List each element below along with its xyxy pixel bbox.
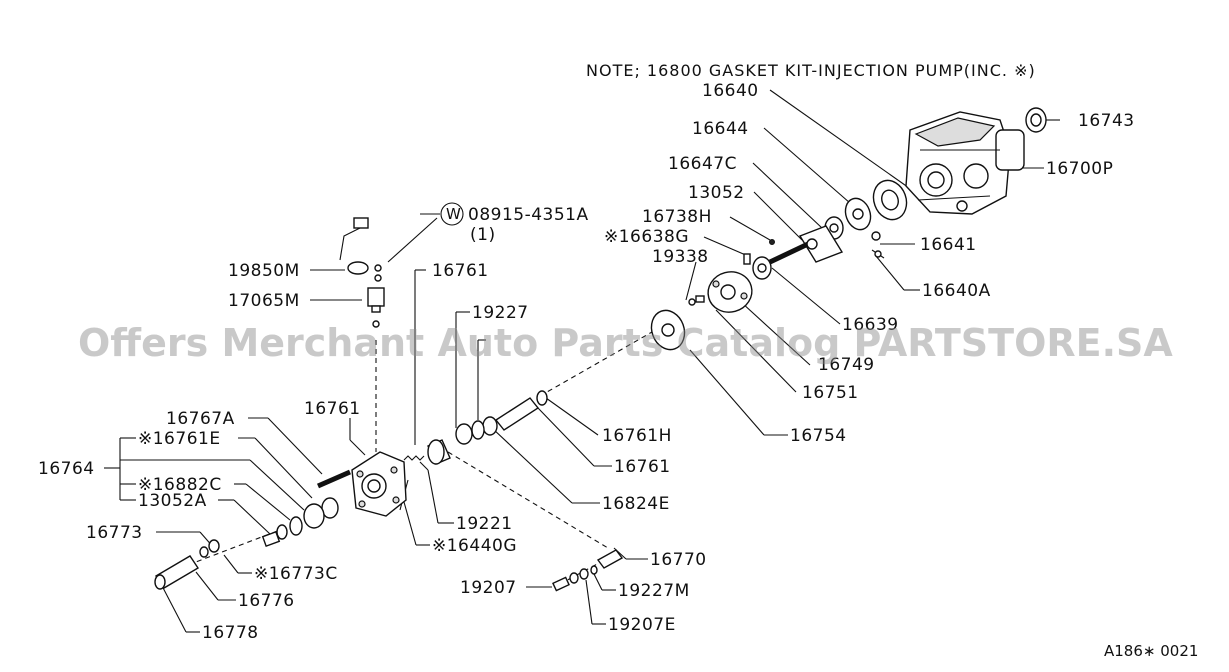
label-16767A: 16767A bbox=[166, 409, 235, 429]
seal-16743 bbox=[1025, 107, 1047, 133]
label-16638G: ※16638G bbox=[604, 227, 689, 247]
label-16751: 16751 bbox=[802, 383, 859, 403]
bolt-16767A bbox=[316, 469, 352, 489]
fitting-16773 bbox=[199, 539, 220, 558]
label-19207E: 19207E bbox=[608, 615, 676, 635]
shaft-16761H bbox=[494, 390, 548, 431]
label-16639: 16639 bbox=[842, 315, 899, 335]
rotor-16749 bbox=[707, 271, 753, 313]
label-16644: 16644 bbox=[692, 119, 749, 139]
label-16764: 16764 bbox=[38, 459, 95, 479]
label-16754: 16754 bbox=[790, 426, 847, 446]
valve-16770 bbox=[596, 549, 624, 569]
reference-code: A186∗ 0021 bbox=[1104, 642, 1198, 660]
plate-16640 bbox=[872, 179, 908, 221]
label-16778: 16778 bbox=[202, 623, 259, 643]
sleeve-16761 bbox=[427, 439, 451, 465]
part-labels: 16640 16743 16644 16700P 16647C 13052 16… bbox=[38, 81, 1135, 643]
label-19338: 19338 bbox=[652, 247, 709, 267]
label-19227M: 19227M bbox=[618, 581, 690, 601]
label-16773C: ※16773C bbox=[254, 564, 338, 584]
seal-group-16761E bbox=[261, 497, 339, 547]
label-16440G: ※16440G bbox=[432, 536, 517, 556]
plate-16754 bbox=[650, 309, 686, 351]
label-16761-low: 16761 bbox=[614, 457, 671, 477]
assembly-dashed-lines bbox=[179, 331, 653, 585]
label-19227: 19227 bbox=[472, 303, 529, 323]
label-16700P: 16700P bbox=[1046, 159, 1113, 179]
note-text: NOTE; 16800 GASKET KIT-INJECTION PUMP(IN… bbox=[586, 61, 1036, 80]
label-16882C: ※16882C bbox=[138, 475, 222, 495]
label-08915-qty: (1) bbox=[470, 225, 496, 245]
pin-16738H bbox=[769, 239, 775, 245]
washer-letter: W bbox=[446, 205, 461, 223]
valve-19207 bbox=[552, 565, 598, 592]
label-16824E: 16824E bbox=[602, 494, 670, 514]
valve-17065M bbox=[367, 287, 385, 328]
label-19207: 19207 bbox=[460, 578, 517, 598]
label-16761-mid: 16761 bbox=[304, 399, 361, 419]
label-16640A: 16640A bbox=[922, 281, 991, 301]
watermark: Offers Merchant Auto Parts Catalog PARTS… bbox=[78, 321, 1173, 365]
label-16770: 16770 bbox=[650, 550, 707, 570]
label-16640: 16640 bbox=[702, 81, 759, 101]
label-16749: 16749 bbox=[818, 355, 875, 375]
label-13052A: 13052A bbox=[138, 491, 207, 511]
fitting-16776-16778 bbox=[154, 555, 199, 590]
label-16743: 16743 bbox=[1078, 111, 1135, 131]
solenoid-19850M bbox=[339, 217, 382, 282]
shaft-13052 bbox=[768, 225, 844, 265]
spring-19221 bbox=[403, 455, 425, 461]
key-16638G bbox=[743, 253, 751, 265]
label-16761E: ※16761E bbox=[138, 429, 221, 449]
label-16647C: 16647C bbox=[668, 154, 737, 174]
pump-housing-16700P bbox=[905, 111, 1025, 215]
label-16776: 16776 bbox=[238, 591, 295, 611]
label-13052: 13052 bbox=[688, 183, 745, 203]
label-16761-top: 16761 bbox=[432, 261, 489, 281]
gear-16639 bbox=[752, 256, 772, 280]
label-17065M: 17065M bbox=[228, 291, 300, 311]
label-19221: 19221 bbox=[456, 514, 513, 534]
label-08915-4351A: 08915-4351A bbox=[468, 205, 589, 225]
label-16738H: 16738H bbox=[642, 207, 712, 227]
label-16773: 16773 bbox=[86, 523, 143, 543]
head-16764 bbox=[351, 451, 407, 517]
gasket-16644 bbox=[844, 197, 872, 231]
label-16761H: 16761H bbox=[602, 426, 672, 446]
part-19338 bbox=[688, 295, 705, 306]
fitting-16641 bbox=[871, 231, 885, 259]
leader-lines bbox=[104, 89, 1060, 633]
label-19850M: 19850M bbox=[228, 261, 300, 281]
label-16641: 16641 bbox=[920, 235, 977, 255]
washer-symbol: W bbox=[440, 202, 464, 226]
washers-16824E-19227 bbox=[455, 416, 498, 445]
